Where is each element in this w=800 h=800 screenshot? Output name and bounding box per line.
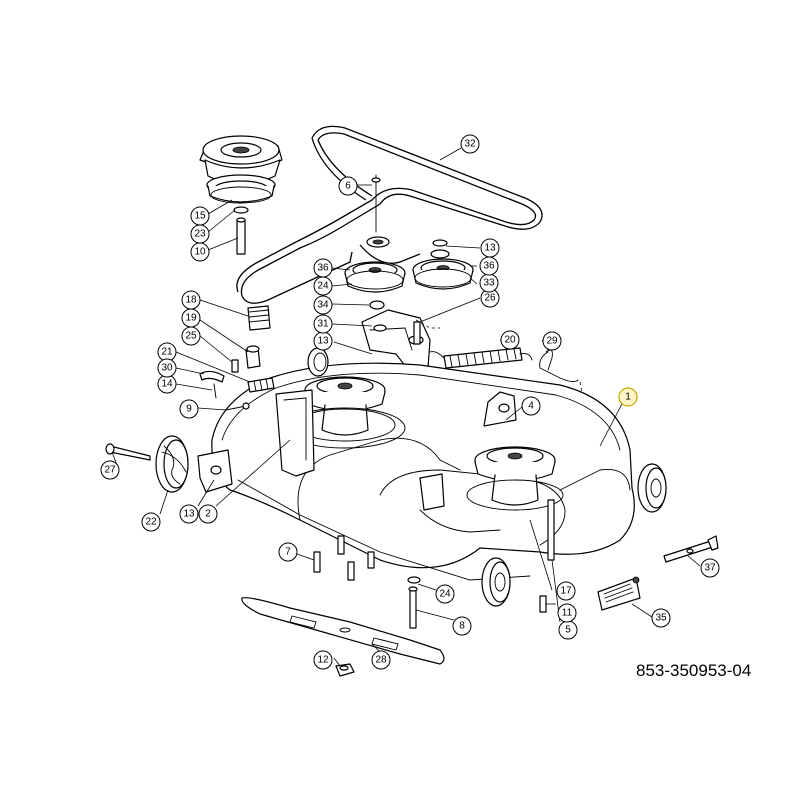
callout-13b[interactable]: 13 [313, 331, 333, 351]
svg-text:15: 15 [194, 211, 206, 222]
svg-text:14: 14 [161, 379, 173, 390]
callout-36a[interactable]: 36 [313, 258, 333, 278]
callout-4[interactable]: 4 [521, 396, 541, 416]
svg-text:26: 26 [484, 293, 496, 304]
svg-text:1: 1 [625, 392, 631, 403]
callout-1[interactable]: 1 [618, 387, 638, 407]
pto-clutch [199, 135, 283, 255]
svg-text:7: 7 [285, 547, 291, 558]
svg-text:32: 32 [464, 139, 476, 150]
callout-12[interactable]: 12 [313, 650, 333, 670]
svg-text:17: 17 [560, 586, 572, 597]
svg-text:22: 22 [145, 517, 157, 528]
gauge-wheel-rear-left [307, 347, 329, 377]
svg-text:10: 10 [194, 247, 206, 258]
callout-13c[interactable]: 13 [179, 504, 199, 524]
svg-text:5: 5 [565, 625, 571, 636]
svg-text:36: 36 [483, 261, 495, 272]
svg-text:18: 18 [185, 295, 197, 306]
svg-text:4: 4 [528, 401, 534, 412]
callout-27[interactable]: 27 [100, 460, 120, 480]
callout-36b[interactable]: 36 [479, 256, 499, 276]
svg-text:21: 21 [161, 347, 173, 358]
callout-18[interactable]: 18 [181, 290, 201, 310]
svg-text:9: 9 [186, 404, 192, 415]
idler-pulley-assembly [344, 174, 474, 373]
callout-2[interactable]: 2 [198, 504, 218, 524]
callout-29[interactable]: 29 [542, 331, 562, 351]
callout-11[interactable]: 11 [557, 603, 577, 623]
callout-31[interactable]: 31 [313, 314, 333, 334]
callout-20[interactable]: 20 [500, 330, 520, 350]
callout-14[interactable]: 14 [157, 374, 177, 394]
callout-30[interactable]: 30 [157, 358, 177, 378]
callout-9[interactable]: 9 [179, 399, 199, 419]
callout-17[interactable]: 17 [556, 581, 576, 601]
svg-text:27: 27 [104, 465, 116, 476]
callout-33[interactable]: 33 [479, 273, 499, 293]
callout-28[interactable]: 28 [371, 650, 391, 670]
svg-text:11: 11 [562, 608, 573, 619]
svg-text:31: 31 [317, 319, 329, 330]
callout-25[interactable]: 25 [181, 326, 201, 346]
callout-35[interactable]: 35 [651, 608, 671, 628]
callout-13a[interactable]: 13 [480, 238, 500, 258]
svg-text:8: 8 [459, 621, 465, 632]
callout-24b[interactable]: 24 [435, 584, 455, 604]
callout-5[interactable]: 5 [558, 620, 578, 640]
mower-deck-housing [197, 362, 635, 581]
svg-text:19: 19 [185, 313, 197, 324]
gauge-wheel-right-rear [637, 463, 667, 513]
svg-text:36: 36 [317, 263, 329, 274]
callout-10[interactable]: 10 [190, 242, 210, 262]
svg-text:24: 24 [317, 281, 329, 292]
callout-15[interactable]: 15 [190, 206, 210, 226]
leader-lines [111, 147, 701, 667]
svg-text:2: 2 [205, 509, 211, 520]
mower-blade [241, 597, 445, 665]
svg-text:30: 30 [161, 363, 173, 374]
svg-text:23: 23 [194, 229, 206, 240]
gauge-wheel-right-front [481, 557, 511, 607]
callout-24a[interactable]: 24 [313, 276, 333, 296]
document-number: 853-350953-04 [636, 661, 751, 680]
callout-8[interactable]: 8 [452, 616, 472, 636]
svg-text:24: 24 [439, 589, 451, 600]
callout-19[interactable]: 19 [181, 308, 201, 328]
mounting-bracket-right [663, 535, 719, 563]
svg-text:12: 12 [317, 655, 329, 666]
blade-nut [335, 663, 355, 677]
callout-23[interactable]: 23 [190, 224, 210, 244]
hardware-bottom [313, 499, 555, 629]
svg-text:35: 35 [655, 613, 667, 624]
svg-text:13: 13 [183, 509, 195, 520]
callout-37[interactable]: 37 [700, 558, 720, 578]
callout-21[interactable]: 21 [157, 342, 177, 362]
callout-32[interactable]: 32 [460, 134, 480, 154]
svg-text:34: 34 [317, 300, 329, 311]
svg-text:6: 6 [345, 181, 351, 192]
svg-text:13: 13 [317, 336, 329, 347]
callout-6[interactable]: 6 [338, 176, 358, 196]
drive-belt [236, 125, 543, 304]
callout-34[interactable]: 34 [313, 295, 333, 315]
small-hardware-left [105, 305, 275, 461]
callout-22[interactable]: 22 [141, 512, 161, 532]
svg-text:33: 33 [483, 278, 495, 289]
svg-text:29: 29 [546, 336, 558, 347]
decal [597, 576, 641, 611]
gauge-wheel-left [155, 435, 189, 493]
callout-7[interactable]: 7 [278, 542, 298, 562]
svg-text:37: 37 [704, 563, 716, 574]
svg-text:20: 20 [504, 335, 516, 346]
svg-text:13: 13 [484, 243, 496, 254]
idler-spring [429, 347, 533, 369]
svg-text:28: 28 [375, 655, 387, 666]
callouts: 1 2 4 5 6 7 8 9 10 11 12 13 13 13 14 15 … [100, 134, 720, 670]
svg-text:25: 25 [185, 331, 197, 342]
